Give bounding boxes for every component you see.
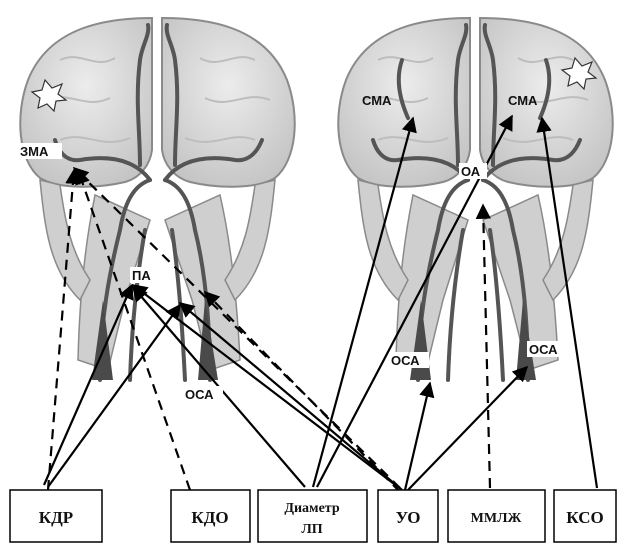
label-sma-left: СМА [362,93,392,108]
parameter-boxes: КДР КДО Диаметр ЛП УО ММЛЖ КСО [10,490,616,542]
arrow-uo-pa [133,285,402,490]
left-brain [20,18,294,380]
box-kdr-label: КДР [39,508,73,527]
right-brain [338,18,612,380]
label-sma-right: СМА [508,93,538,108]
label-osa-right: ОСА [529,342,558,357]
box-uo: УО [378,490,438,542]
label-pa: ПА [132,268,151,283]
arrow-uo-osa-right [408,367,527,490]
label-zma: ЗМА [20,144,49,159]
box-diameter-line1: Диаметр [284,501,339,516]
neck-right [225,180,275,300]
box-uo-label: УО [396,508,421,527]
label-osa: ОСА [185,387,214,402]
box-kso: КСО [554,490,616,542]
box-kdo: КДО [171,490,250,542]
box-kdr: КДР [10,490,102,542]
box-diameter-line2: ЛП [301,522,322,537]
box-mmlzh-label: ММЛЖ [471,511,522,526]
arrow-mmlzh-oa [483,205,490,488]
box-mmlzh: ММЛЖ [448,490,545,542]
neck-left [358,180,408,300]
neck-right [543,180,593,300]
label-oa: ОА [461,164,481,179]
arrow-uo-osa-left [405,383,430,490]
box-kso-label: КСО [566,508,603,527]
box-kdo-label: КДО [191,508,228,527]
box-diameter-lp: Диаметр ЛП [258,490,367,542]
label-osa-left: ОСА [391,353,420,368]
